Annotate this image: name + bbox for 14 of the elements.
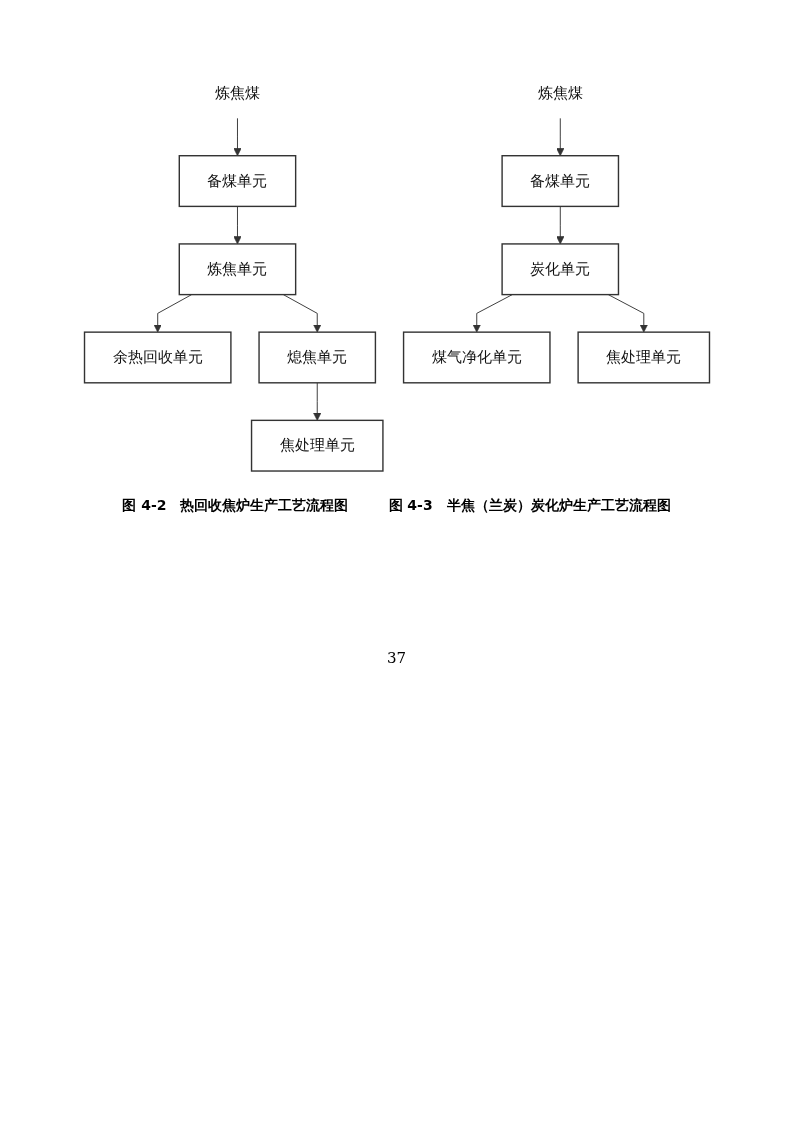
node-box: 熄焦单元 [257,331,376,384]
node-box: 备煤单元 [500,155,619,208]
figure-caption: 图 4-3 半焦（兰炭）炭化炉生产工艺流程图 [388,496,671,515]
node-text: 炼焦煤 [214,83,260,102]
node-box: 焦处理单元 [576,331,710,384]
node-text: 炼焦煤 [537,83,583,102]
node-box: 炼焦单元 [178,243,296,296]
page-number: 37 [386,648,407,667]
node-box: 焦处理单元 [250,419,384,472]
node-box: 备煤单元 [178,155,296,208]
node-box: 炭化单元 [500,243,619,296]
figure-caption: 图 4-2 热回收焦炉生产工艺流程图 [122,496,349,515]
node-box: 余热回收单元 [83,331,232,384]
node-box: 煤气净化单元 [402,331,551,384]
